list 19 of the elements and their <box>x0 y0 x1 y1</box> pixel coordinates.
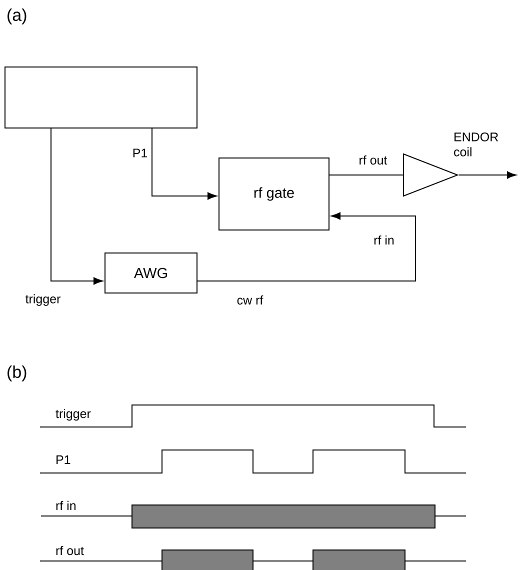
block-box <box>4 66 198 128</box>
panel-label: (b) <box>8 366 26 382</box>
signal-label: rf out <box>56 546 84 556</box>
panel-label: (a) <box>8 8 26 24</box>
edge-label: rf out <box>360 155 388 165</box>
arrow <box>152 128 217 200</box>
block-box: rf gate <box>218 158 330 230</box>
signal-label: trigger <box>56 408 91 421</box>
arrow <box>50 128 103 285</box>
arrow <box>458 171 516 179</box>
edge-label: trigger <box>25 294 60 306</box>
edge-label: P1 <box>133 148 148 158</box>
signal-label: P1 <box>56 455 70 464</box>
port-label: rf in <box>374 235 394 245</box>
edge-label: ENDOR coil <box>454 132 498 156</box>
block-box: AWG <box>104 252 198 294</box>
arrow <box>197 212 416 282</box>
edge-label: cw rf <box>237 295 264 305</box>
signal-label: rf in <box>56 500 76 510</box>
